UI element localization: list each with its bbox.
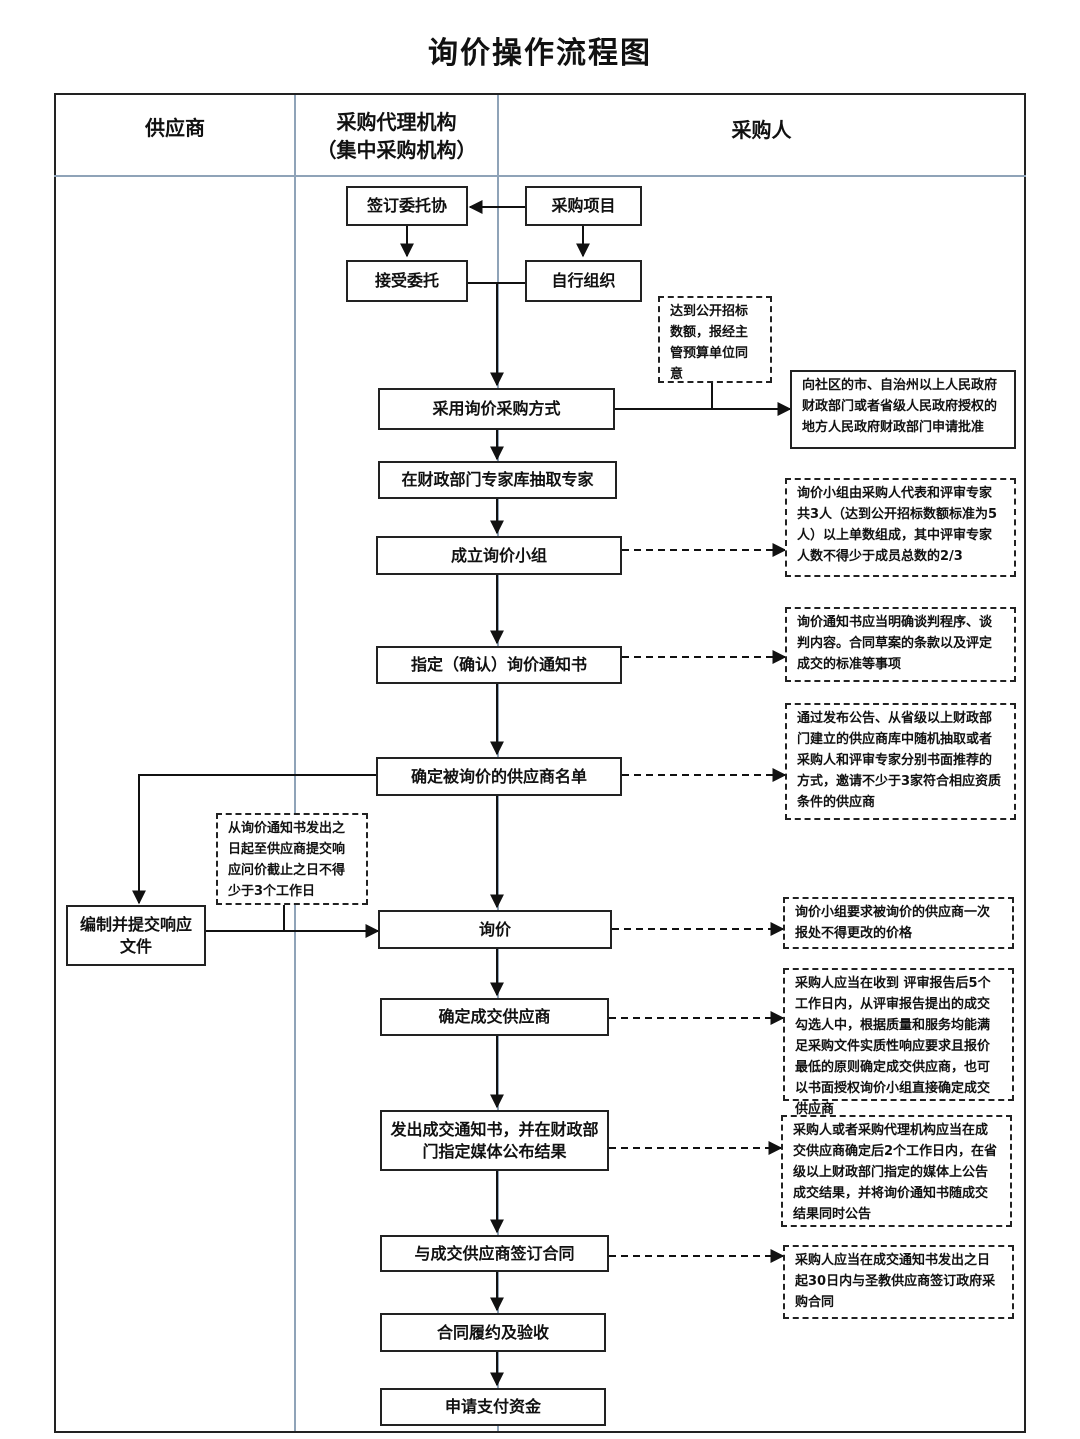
lane-agency-subtitle: （集中采购机构） (316, 138, 477, 162)
lane-agency-header: 采购代理机构 （集中采购机构） (296, 108, 497, 164)
lane-agency-title: 采购代理机构 (336, 110, 457, 134)
step-apply-payment: 申请支付资金 (380, 1388, 606, 1426)
step-confirm-supplier-list: 确定被询价的供应商名单 (376, 757, 622, 796)
note-supplier-list: 通过发布公告、从省级以上财政部门建立的供应商库中随机抽取或者采购人和评审专家分别… (785, 703, 1016, 820)
page-title: 询价操作流程图 (428, 36, 652, 71)
note-response-deadline: 从询价通知书发出之日起至供应商提交响应问价截止之日不得少于3个工作日 (216, 813, 368, 905)
note-approval: 向社区的市、自治州以上人民政府财政部门或者省级人民政府授权的地方人民政府财政部门… (790, 370, 1016, 449)
step-accept-entrust: 接受委托 (346, 260, 468, 302)
note-publish-result: 采购人或者采购代理机构应当在成交供应商确定后2个工作日内，在省级以上财政部门指定… (781, 1115, 1012, 1227)
header-divider (54, 175, 1026, 177)
note-inquiry-group: 询价小组由采购人代表和评审专家共3人（达到公开招标数额标准为5人）以上单数组成，… (785, 478, 1016, 577)
diagram-frame (54, 93, 1026, 1433)
note-contract-deadline: 采购人应当在成交通知书发出之日起30日内与圣教供应商签订政府采购合同 (783, 1245, 1014, 1319)
note-inquiry-notice: 询价通知书应当明确谈判程序、谈判内容。合同草案的条款以及评定成交的标准等事项 (785, 607, 1016, 682)
step-confirm-winning-supplier: 确定成交供应商 (380, 998, 609, 1036)
step-form-inquiry-group: 成立询价小组 (376, 536, 622, 575)
step-self-organize: 自行组织 (525, 260, 642, 302)
step-inquiry: 询价 (378, 910, 612, 949)
lane-divider-1 (294, 95, 296, 1431)
step-draw-experts: 在财政部门专家库抽取专家 (378, 461, 617, 499)
note-threshold: 达到公开招标数额，报经主管预算单位同意 (658, 296, 772, 383)
arrow-list-to-prepare (132, 774, 376, 905)
note-one-time-price: 询价小组要求被询价的供应商一次报处不得更改的价格 (783, 897, 1014, 949)
step-issue-award-notice: 发出成交通知书，并在财政部门指定媒体公布结果 (380, 1110, 609, 1171)
step-sign-entrust: 签订委托协 (346, 186, 468, 226)
step-procurement-project: 采购项目 (525, 186, 642, 226)
step-sign-contract: 与成交供应商签订合同 (380, 1235, 609, 1272)
lane-supplier-header: 供应商 (145, 116, 205, 140)
step-perform-and-accept: 合同履约及验收 (380, 1313, 606, 1352)
step-designate-notice: 指定（确认）询价通知书 (376, 646, 622, 684)
step-adopt-inquiry-method: 采用询价采购方式 (378, 388, 615, 430)
note-confirm-supplier: 采购人应当在收到 评审报告后5个工作日内，从评审报告提出的成交勾选人中，根据质量… (783, 968, 1014, 1117)
lane-purchaser-header: 采购人 (731, 118, 792, 142)
step-prepare-response: 编制并提交响应文件 (66, 905, 206, 966)
